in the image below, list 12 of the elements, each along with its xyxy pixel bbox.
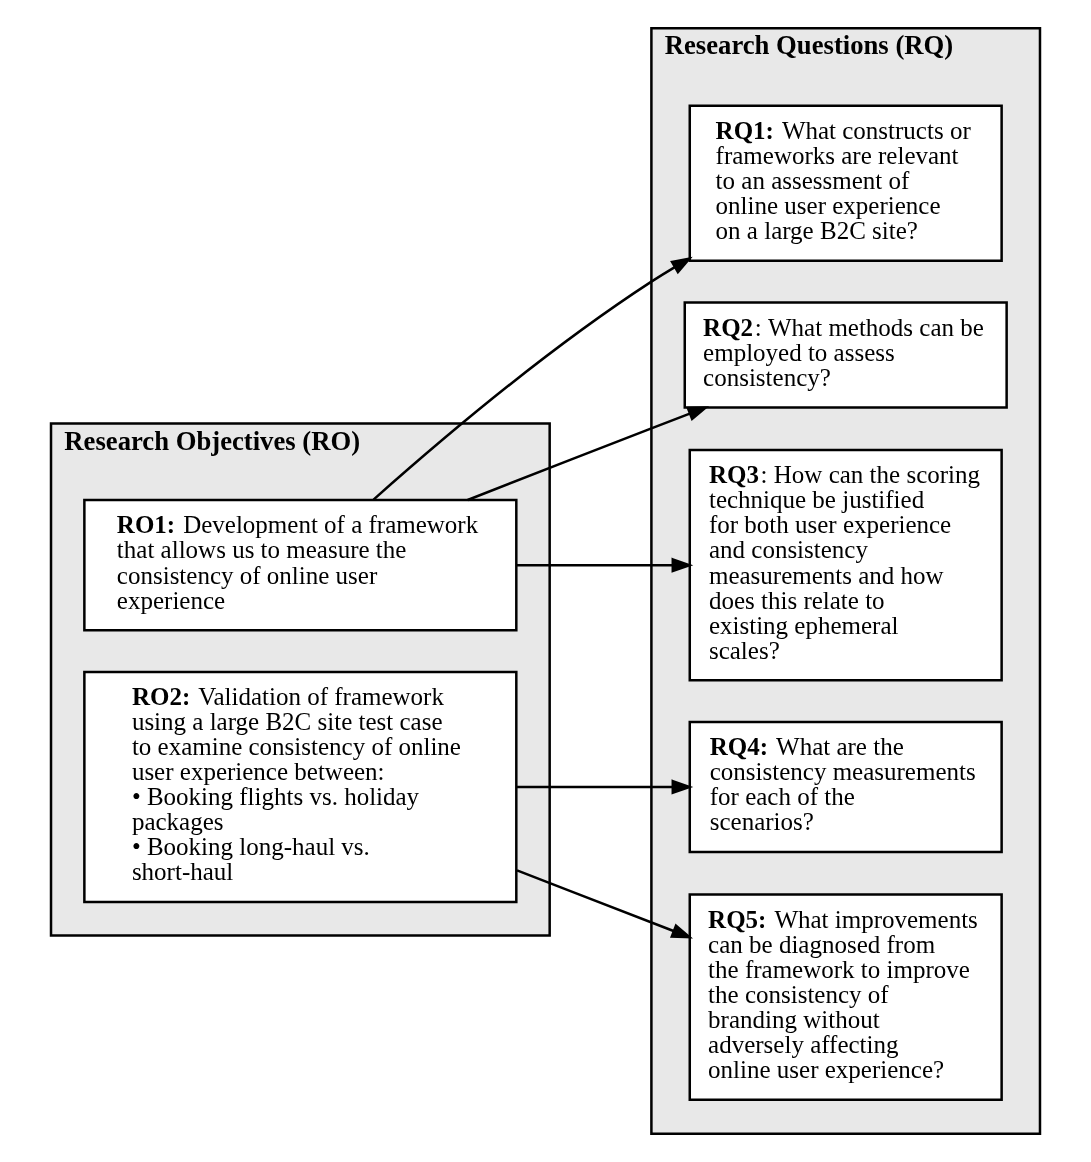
node-box: RQ5: What improvements can be diagnosed from the framework to improve the consistency of branding without adversely affecting online user experience? (688, 893, 1003, 1101)
arrow (517, 779, 694, 795)
arrow (517, 557, 694, 573)
node-box: RQ3: How can the scoring technique be justified for both user experience and consistency measurements and how does this relate to existing ephemeral scales? (688, 448, 1003, 682)
node-box: RO1: Development of a framework that allows us to measure the consistency of online user experience (83, 498, 518, 632)
node-box: RQ4: What are the consistency measurements for each of the scenarios? (688, 720, 1003, 854)
arrow (372, 256, 693, 501)
node-box: RQ2: What methods can be employed to assess consistency? (683, 301, 1008, 409)
arrow (467, 406, 710, 502)
node-box: RQ1: What constructs or frameworks are relevant to an assessment of online user experience on a large B2C site? (688, 104, 1003, 263)
arrow (516, 869, 693, 939)
node-box: RO2: Validation of framework using a large B2C site test case to examine consistency of online user experience between: • Booking flights vs. holiday packages • Booking long-haul vs. short-haul (83, 670, 518, 904)
